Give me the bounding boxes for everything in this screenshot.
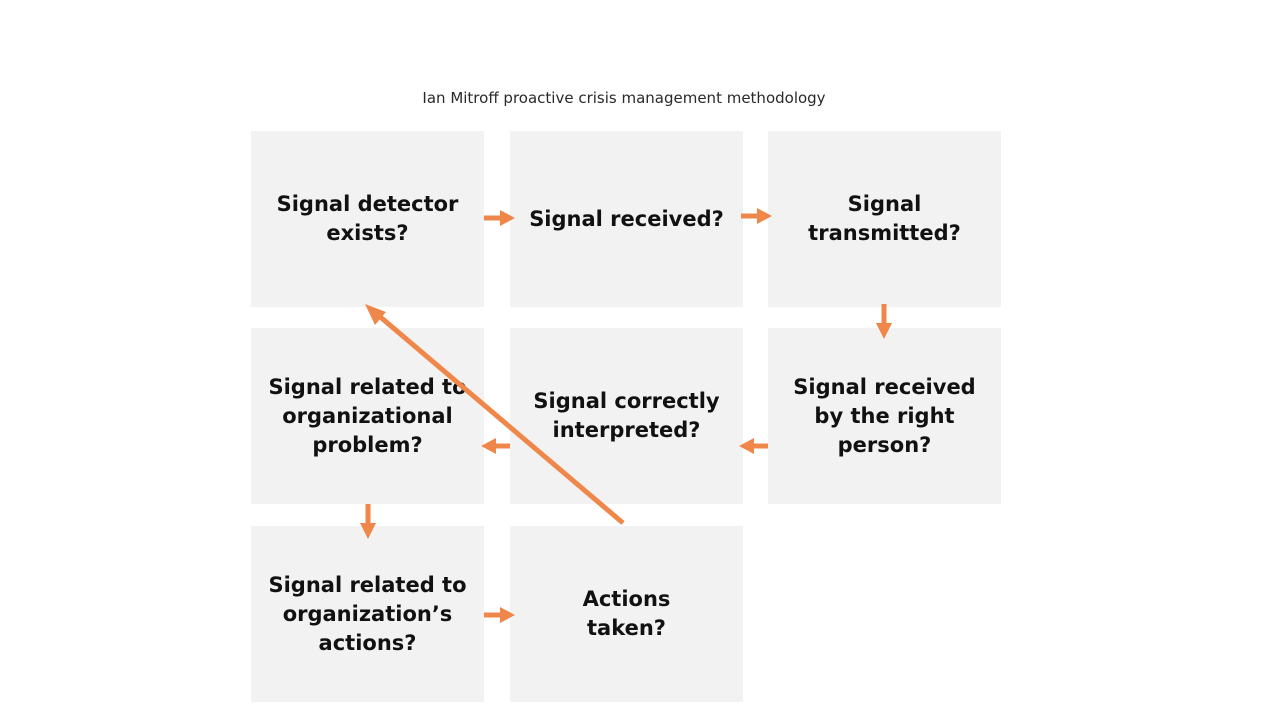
node-actions-taken: Actions taken? xyxy=(510,526,743,702)
node-label: Signal correctly interpreted? xyxy=(533,389,720,442)
node-label: Signal received? xyxy=(529,206,724,231)
node-signal-received: Signal received? xyxy=(510,131,743,307)
node-label: Signal detector exists? xyxy=(276,192,459,245)
node-signal-related-to-organization-actions: Signal related to organization’s actions… xyxy=(251,526,484,702)
node-label: Signal related to organization’s actions… xyxy=(268,572,467,655)
node-label: Signal transmitted? xyxy=(808,192,961,245)
arrow-b5-to-b6 xyxy=(481,438,510,454)
node-label: Actions taken? xyxy=(582,587,671,640)
node-signal-correctly-interpreted: Signal correctly interpreted? xyxy=(510,328,743,504)
node-signal-transmitted: Signal transmitted? xyxy=(768,131,1001,307)
node-signal-related-to-organizational-problem: Signal related to organizational problem… xyxy=(251,328,484,504)
node-label: Signal related to organizational problem… xyxy=(268,374,467,457)
diagram-title: Ian Mitroff proactive crisis management … xyxy=(422,89,826,107)
node-signal-received-by-right-person: Signal received by the right person? xyxy=(768,328,1001,504)
node-signal-detector-exists: Signal detector exists? xyxy=(251,131,484,307)
node-label: Signal received by the right person? xyxy=(793,374,976,457)
arrow-b4-to-b5 xyxy=(739,438,768,454)
